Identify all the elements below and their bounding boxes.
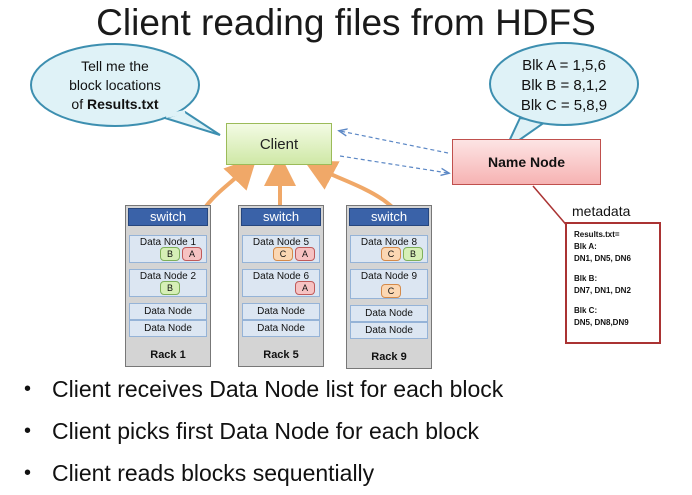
rack-5: switch Data Node 5 C A Data Node 6 A Dat… <box>238 205 324 367</box>
bullet-text: Client reads blocks sequentially <box>52 459 375 486</box>
rack-9-data-node-9: Data Node 9 C <box>350 269 428 299</box>
data-node-label: Data Node 6 <box>252 271 310 282</box>
rack-1-data-node-3: Data Node <box>129 303 207 320</box>
rack-1-label: Rack 1 <box>150 349 186 361</box>
block-c: C <box>273 247 293 261</box>
metadata-line: Blk B: <box>574 274 598 283</box>
client-speech-bubble <box>30 43 221 136</box>
namenode-bubble-text: Blk A = 1,5,6 Blk B = 8,1,2 Blk C = 5,8,… <box>505 56 623 116</box>
rack-5-data-node-5: Data Node 5 C A <box>242 235 320 263</box>
rack-1: switch Data Node 1 B A Data Node 2 B Dat… <box>125 205 211 367</box>
metadata-title: metadata <box>572 203 631 219</box>
data-node-label: Data Node 9 <box>360 271 418 282</box>
bullet-text: Client picks first Data Node for each bl… <box>52 417 479 444</box>
dashed-arrow-to-client <box>340 131 449 154</box>
rack-1-data-node-4: Data Node <box>129 320 207 337</box>
metadata-line <box>574 265 659 273</box>
client-bubble-line3: of Results.txt <box>50 95 180 114</box>
namenode-box: Name Node <box>452 139 601 185</box>
bullet-item: • Client reads blocks sequentially <box>24 452 684 494</box>
rack-5-data-node-4: Data Node <box>242 320 320 337</box>
dashed-arrow-to-namenode <box>339 155 448 173</box>
block-b: B <box>160 281 180 295</box>
client-bubble-text: Tell me the block locations of Results.t… <box>50 57 180 114</box>
metadata-line: DN7, DN1, DN2 <box>574 286 631 295</box>
bullet-icon: • <box>24 419 32 442</box>
rack-9-data-node-3: Data Node <box>350 305 428 322</box>
rack-5-label: Rack 5 <box>263 349 299 361</box>
rack-5-data-node-6: Data Node 6 A <box>242 269 320 297</box>
block-b: B <box>160 247 180 261</box>
block-a: A <box>295 281 315 295</box>
rack-9-switch: switch <box>349 208 429 226</box>
metadata-line: DN1, DN5, DN6 <box>574 254 631 263</box>
rack-9-data-node-8: Data Node 8 C B <box>350 235 428 263</box>
rack-1-switch: switch <box>128 208 208 226</box>
client-box: Client <box>226 123 332 165</box>
block-a: A <box>295 247 315 261</box>
rack-9-data-node-4: Data Node <box>350 322 428 339</box>
metadata-line <box>574 297 659 305</box>
rack-5-data-node-3: Data Node <box>242 303 320 320</box>
namenode-bubble-line2: Blk B = 8,1,2 <box>521 77 607 94</box>
metadata-line: Blk A: <box>574 242 597 251</box>
rack-9-label: Rack 9 <box>371 351 407 363</box>
slide-title: Client reading files from HDFS <box>96 2 596 43</box>
metadata-box: Results.txt= Blk A: DN1, DN5, DN6 Blk B:… <box>565 222 661 344</box>
data-node-label: Data Node 5 <box>252 237 310 248</box>
block-a: A <box>182 247 202 261</box>
rack-5-switch: switch <box>241 208 321 226</box>
client-bubble-line3-prefix: of <box>71 96 87 112</box>
metadata-line: Results.txt= <box>574 230 620 239</box>
block-b: B <box>403 247 423 261</box>
rack-9: switch Data Node 8 C B Data Node 9 C Dat… <box>346 205 432 369</box>
data-node-label: Data Node 2 <box>139 271 197 282</box>
data-node-label: Data Node 8 <box>360 237 418 248</box>
bullet-icon: • <box>24 461 32 484</box>
metadata-line: DN5, DN8,DN9 <box>574 318 629 327</box>
bullet-list: • Client receives Data Node list for each… <box>24 368 684 494</box>
block-c: C <box>381 284 401 298</box>
bullet-item: • Client receives Data Node list for each… <box>24 368 684 410</box>
rack-1-data-node-2: Data Node 2 B <box>129 269 207 297</box>
data-node-label: Data Node 1 <box>139 237 197 248</box>
namenode-bubble-line1: Blk A = 1,5,6 <box>522 57 606 74</box>
bullet-icon: • <box>24 377 32 400</box>
metadata-line: Blk C: <box>574 306 598 315</box>
client-bubble-line2: block locations <box>69 77 161 93</box>
block-c: C <box>381 247 401 261</box>
client-bubble-filename: Results.txt <box>87 96 159 112</box>
namenode-bubble-line3: Blk C = 5,8,9 <box>520 97 608 114</box>
bullet-text: Client receives Data Node list for each … <box>52 375 504 402</box>
rack-1-data-node-1: Data Node 1 B A <box>129 235 207 263</box>
bullet-item: • Client picks first Data Node for each b… <box>24 410 684 452</box>
client-bubble-line1: Tell me the <box>81 58 149 74</box>
